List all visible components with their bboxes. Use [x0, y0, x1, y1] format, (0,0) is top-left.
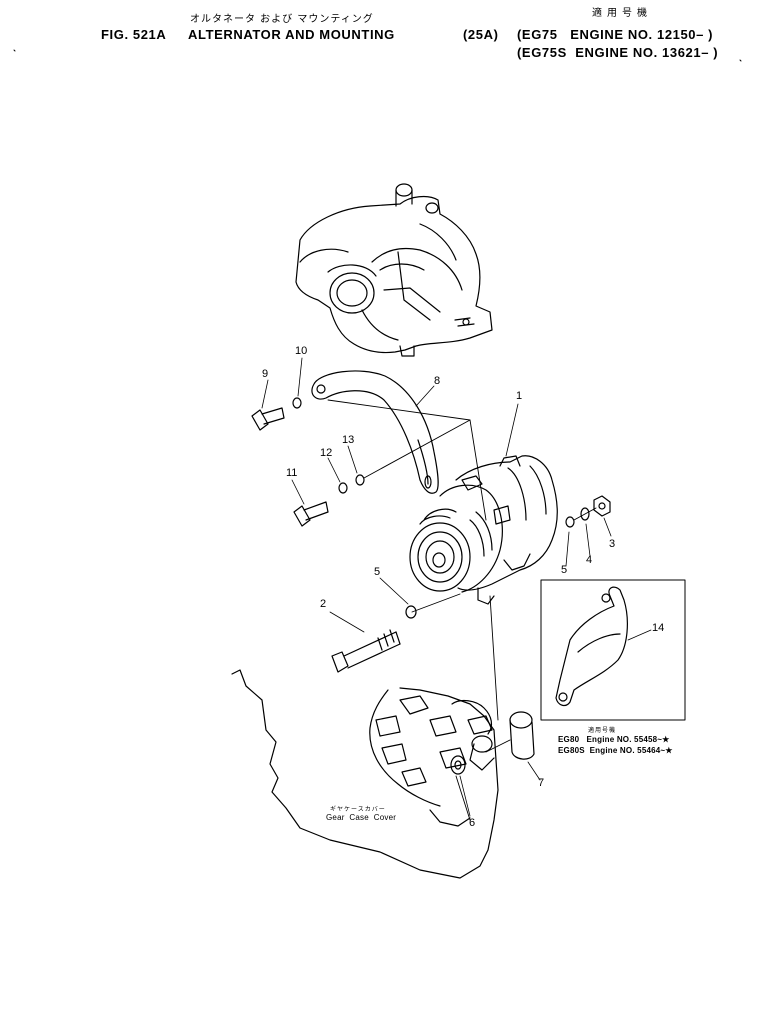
applicability-line-2: (EG75S ENGINE NO. 13621– ): [517, 45, 719, 60]
callout-7: 7: [538, 777, 545, 789]
washer-10: [292, 397, 302, 409]
inset-applicability-line-1: EG80 Engine NO. 55458~★: [558, 735, 670, 744]
washer-13: [355, 474, 365, 486]
callout-12: 12: [320, 447, 333, 459]
callout-2: 2: [320, 598, 327, 610]
gear-case-cover-label-jp: ギヤケースカバー: [330, 806, 386, 813]
long-bolt: [331, 629, 401, 673]
washer-6-hole: [454, 760, 462, 770]
callout-8: 8: [434, 375, 441, 387]
callout-1: 1: [516, 390, 523, 402]
callout-14: 14: [652, 622, 665, 634]
washer-12: [338, 482, 348, 494]
figure-title: ALTERNATOR AND MOUNTING: [188, 27, 395, 42]
callout-9: 9: [262, 368, 269, 380]
callout-3: 3: [609, 538, 616, 550]
alternator: [409, 455, 558, 605]
callout-11: 11: [286, 467, 298, 479]
washer-6: [450, 755, 466, 775]
assembly-lines: [327, 399, 597, 821]
gear-case-cover-label: Gear Case Cover: [326, 813, 397, 822]
callout-4: 4: [586, 554, 593, 566]
inset-applicability-line-2: EG80S Engine NO. 55464~★: [558, 746, 673, 755]
spacer-collar: [509, 711, 535, 760]
adjusting-brace: [311, 370, 439, 494]
callout-13: 13: [342, 434, 355, 446]
japanese-applicable-heading: 適用号機: [592, 8, 652, 19]
figure-code: (25A): [463, 27, 499, 42]
scan-marks: [13, 49, 742, 62]
water-pump-housing: [295, 183, 493, 357]
callout-5-right: 5: [561, 564, 568, 576]
callout-6: 6: [469, 817, 476, 829]
japanese-title: オルタネータ および マウンティング: [190, 14, 374, 25]
callout-10: 10: [295, 345, 308, 357]
applicability-line-1: (EG75 ENGINE NO. 12150– ): [517, 27, 714, 42]
washer-4: [580, 507, 590, 521]
inset-applicable-heading: 適用号機: [588, 727, 617, 734]
bolt-9: [251, 407, 285, 431]
inset-cover-box: [540, 579, 686, 721]
bolt-11: [293, 501, 329, 527]
figure-number: FIG. 521A: [101, 27, 167, 42]
nut-3: [593, 495, 611, 517]
leader-lines: [261, 357, 652, 817]
washer-5-lower: [405, 605, 417, 619]
callout-5-lower: 5: [374, 566, 381, 578]
gear-case-cover: [231, 669, 499, 879]
washer-5-right: [565, 516, 575, 528]
